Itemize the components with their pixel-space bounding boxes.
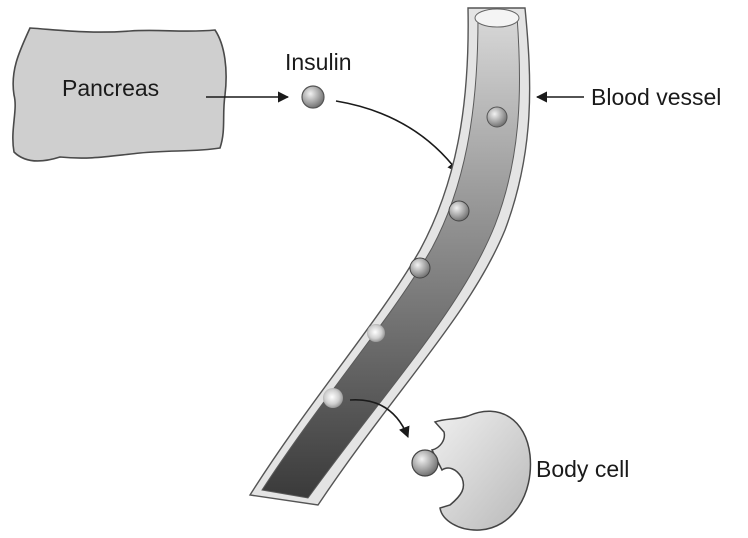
vessel-insulin-3 [410, 258, 430, 278]
arrow-insulin-to-vessel [336, 101, 458, 172]
vessel-insulin-1 [487, 107, 507, 127]
insulin-label: Insulin [285, 49, 351, 75]
vessel-insulin-5 [323, 388, 343, 408]
vessel-opening [475, 9, 519, 27]
pancreas-label: Pancreas [62, 75, 159, 101]
insulin-molecule [302, 86, 324, 108]
body-cell: Body cell [412, 411, 629, 530]
body-cell-label: Body cell [536, 456, 629, 482]
bound-insulin-molecule [412, 450, 438, 476]
blood-vessel-label: Blood vessel [591, 84, 721, 110]
body-cell-shape [432, 411, 530, 530]
pancreas: Pancreas [13, 28, 226, 161]
vessel-insulin-4 [367, 324, 385, 342]
vessel-insulin-2 [449, 201, 469, 221]
